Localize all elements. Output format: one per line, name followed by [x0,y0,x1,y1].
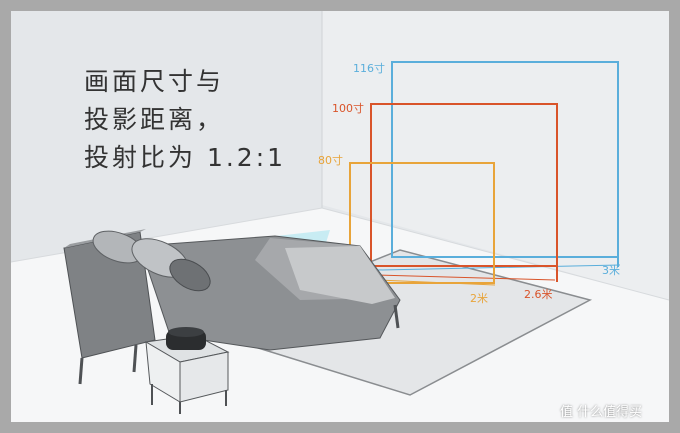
distance-line-2-6m [377,274,556,281]
screen-size-label-116: 116寸 [353,62,385,75]
distance-label-2-6m: 2.6米 [524,288,553,301]
distance-line-3m [377,264,621,271]
title-line-3: 投射比为 1.2:1 [84,143,287,172]
screen-size-label-80: 80寸 [318,154,343,167]
title-line-2: 投影距离， [84,105,225,134]
distance-label-2m: 2米 [470,292,488,305]
right-wall [322,11,669,300]
screen-size-label-100: 100寸 [332,102,364,115]
screen-80-frame [349,162,495,284]
distance-label-3m: 3米 [602,264,620,277]
screen-100-frame [370,103,558,267]
title-line-1: 画面尺寸与 [84,67,225,96]
watermark-logo: 值 什么值得买 [560,405,643,420]
pillow-3 [169,258,211,292]
nightstand [179,351,229,403]
screen-116-frame [391,61,619,258]
